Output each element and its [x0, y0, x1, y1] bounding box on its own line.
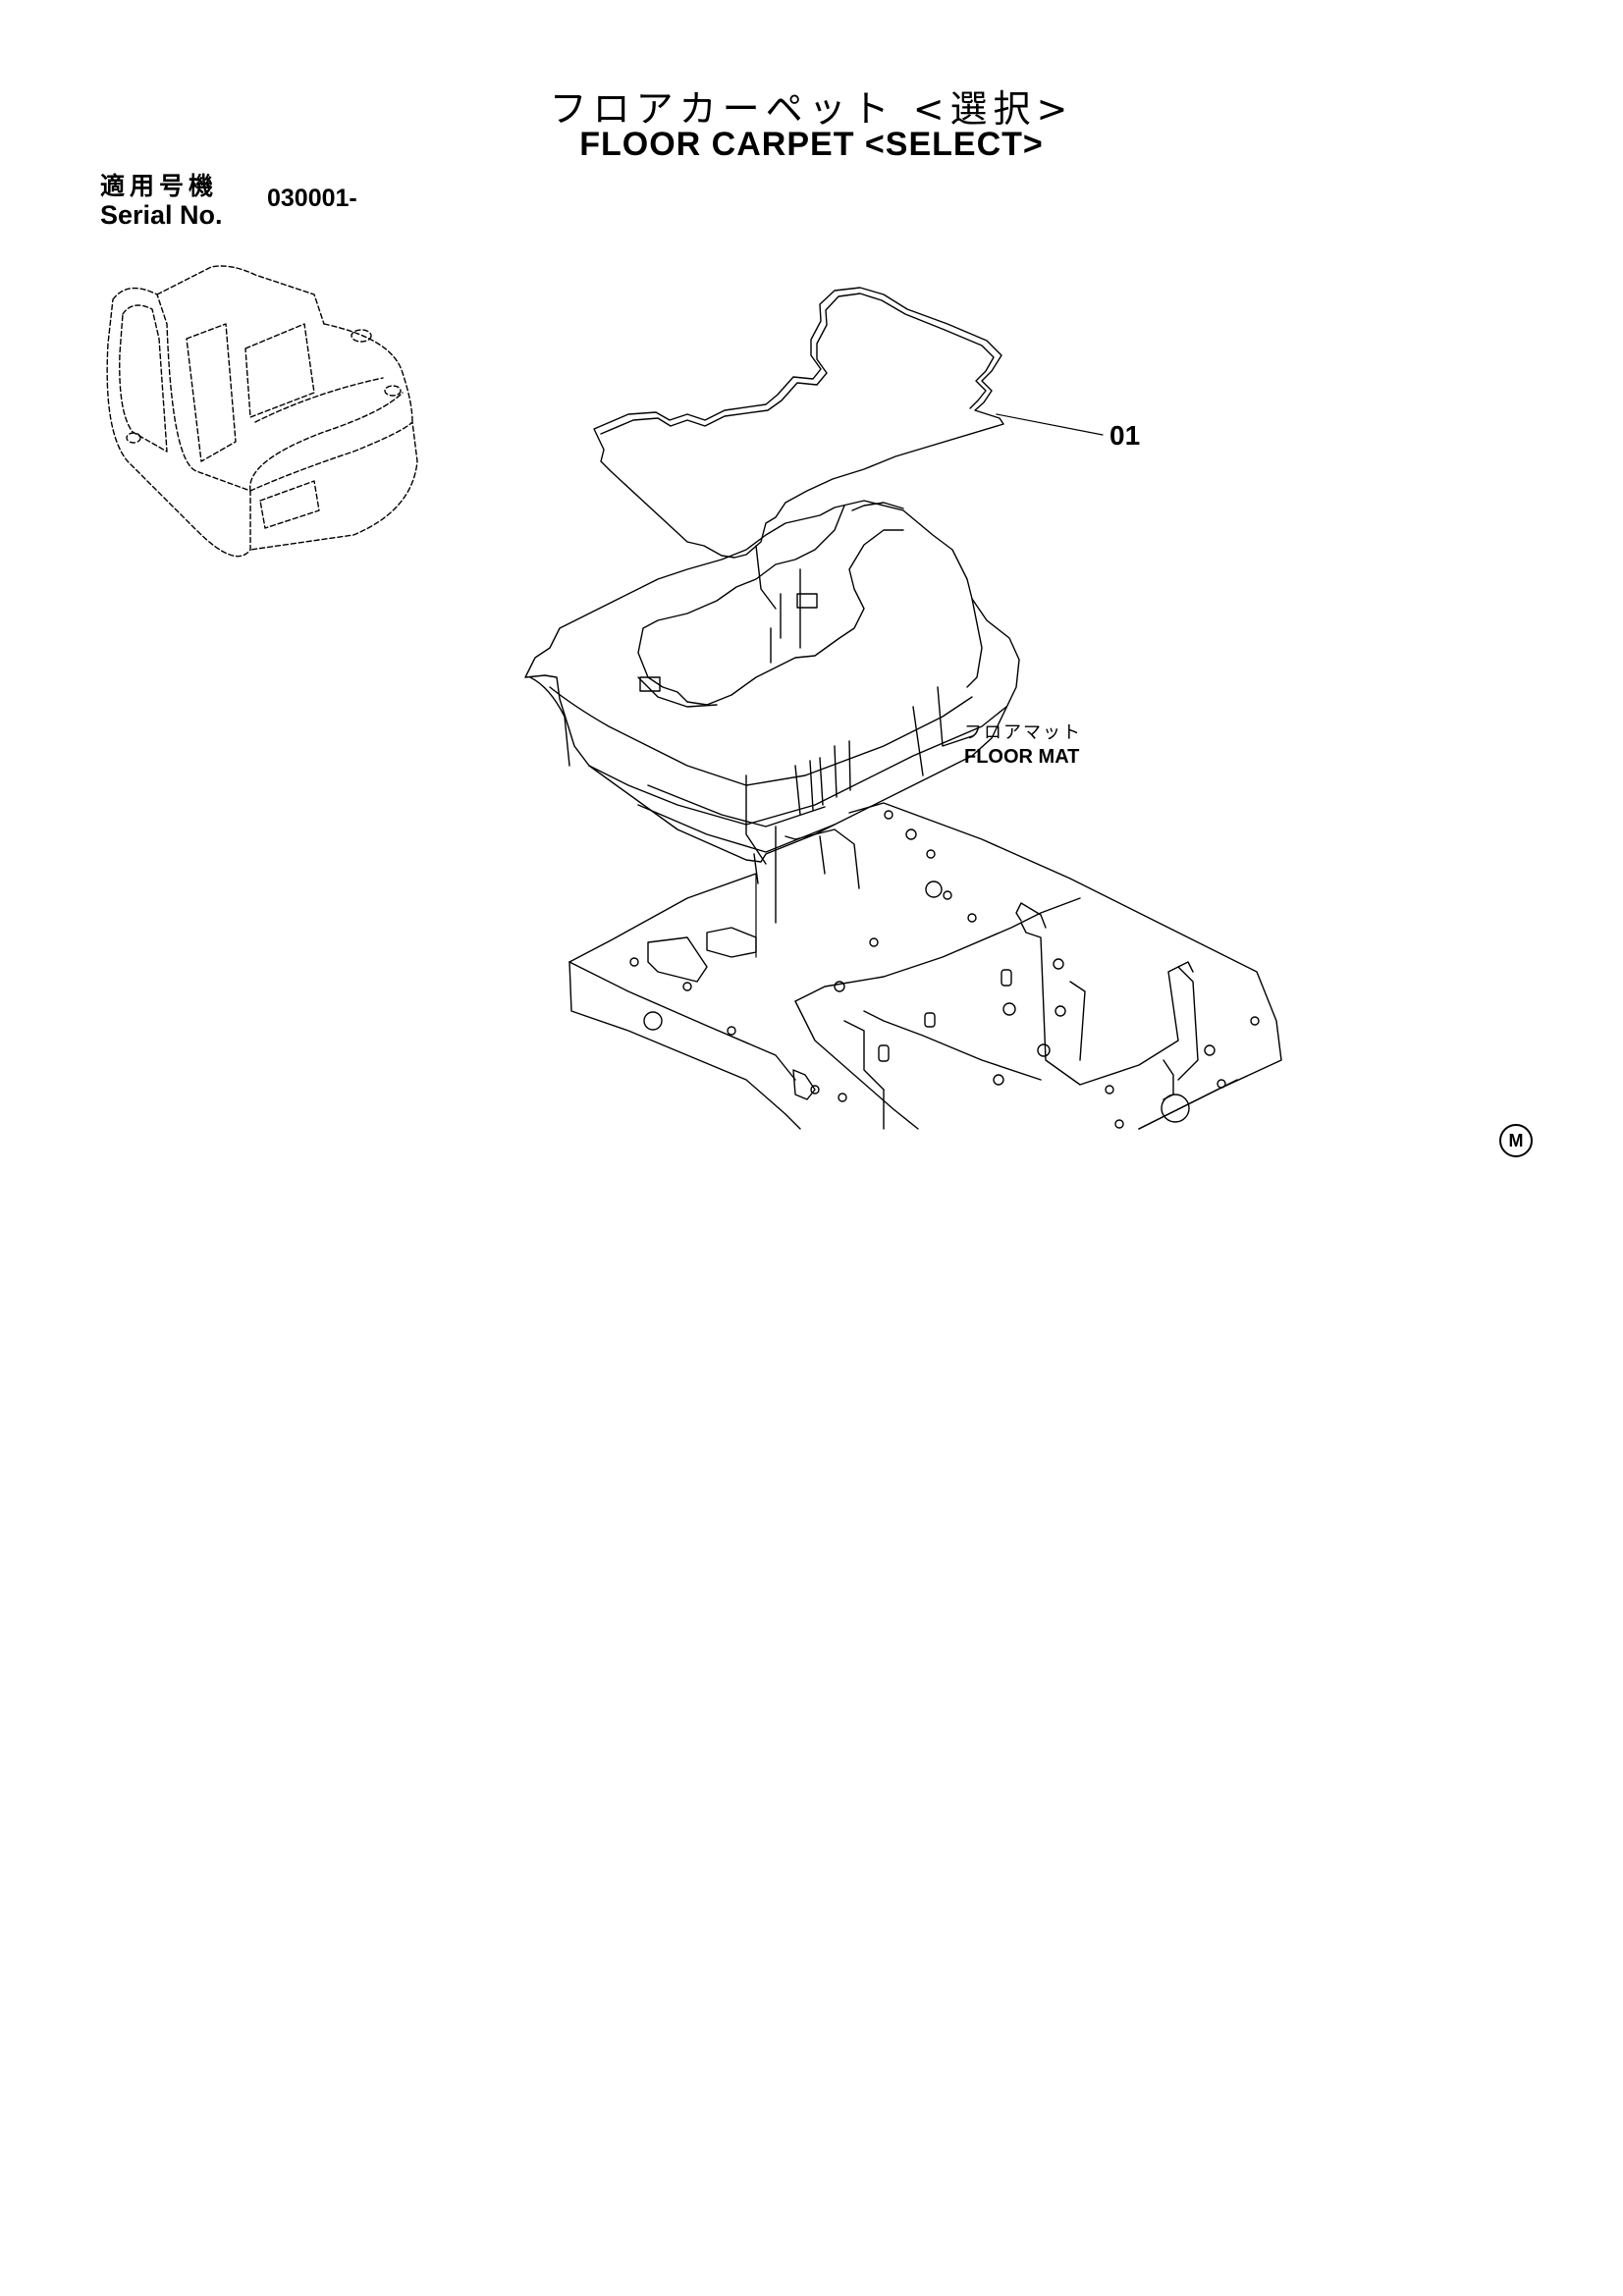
- floor-mat-frame: [524, 500, 1020, 924]
- corner-mark-symbol: M: [1499, 1124, 1533, 1157]
- serial-label-japanese: 適用号機: [100, 172, 219, 200]
- floor-mat-label-english: FLOOR MAT: [964, 746, 1080, 768]
- cab-thumbnail-illustration: [106, 265, 418, 558]
- serial-label-english: Serial No.: [100, 200, 223, 230]
- callout-leader-line: [996, 413, 1104, 436]
- part-callout-01: 01: [1109, 420, 1141, 451]
- serial-number-value: 030001-: [267, 185, 357, 212]
- base-frame-plate: [568, 802, 1282, 1130]
- floor-carpet-part: [593, 287, 1004, 559]
- page-title-english: FLOOR CARPET <SELECT>: [579, 126, 1044, 163]
- floor-mat-label-japanese: フロアマット: [964, 722, 1082, 743]
- page-title-japanese: フロアカーペット <選択>: [549, 87, 1074, 131]
